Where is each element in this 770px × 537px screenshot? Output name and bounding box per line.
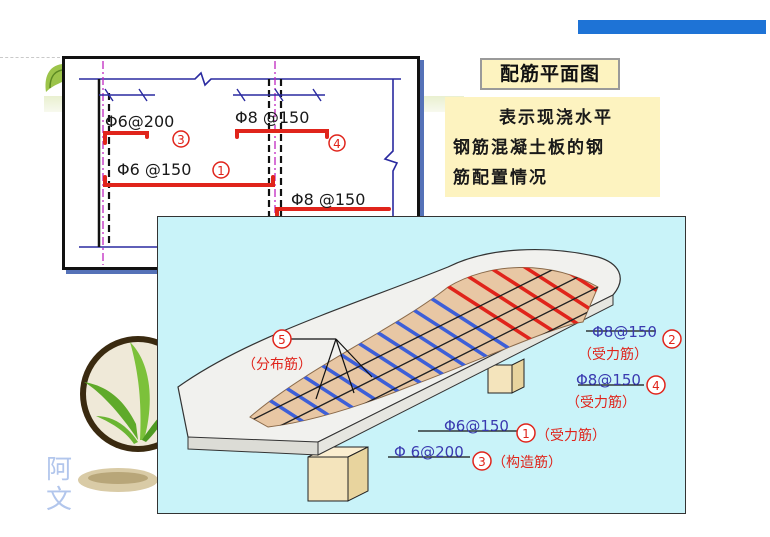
- accent-bar: [578, 20, 766, 34]
- rebar-3-line: [103, 131, 149, 145]
- description-line-3: 筋配置情况: [453, 168, 548, 188]
- callout-2-number: 2: [668, 333, 676, 347]
- logo-char-1: 阿: [46, 455, 73, 485]
- callout-4-number: 4: [652, 379, 660, 393]
- rebar-2-label: Φ8 @150: [291, 190, 365, 209]
- callout-3-text: （构造筋）: [492, 454, 562, 471]
- svg-text:4: 4: [333, 137, 341, 151]
- rebar-3-label: Φ6@200: [105, 112, 174, 131]
- callout-4-text: （受力筋）: [566, 394, 636, 411]
- description-line-1: 表示现浇水平: [499, 108, 613, 128]
- callout-1-number: 1: [522, 427, 530, 441]
- callout-5-text: （分布筋）: [242, 356, 312, 373]
- description-line-2: 钢筋混凝土板的钢: [453, 138, 605, 158]
- support-beam-back: [487, 358, 525, 394]
- svg-text:3: 3: [177, 133, 185, 147]
- beam-lines: [97, 79, 283, 247]
- callout-2-label: Φ8@150: [592, 323, 657, 341]
- rebar-1-marker: 1: [212, 161, 230, 179]
- rebar-1-label: Φ6 @150: [117, 160, 191, 179]
- callout-3: Φ 6@200 3 （构造筋）: [394, 443, 562, 471]
- callout-1: Φ6@150 1 （受力筋）: [444, 417, 606, 444]
- svg-text:1: 1: [217, 164, 225, 178]
- logo-char-2: 文: [46, 485, 73, 515]
- description-note: 表示现浇水平 钢筋混凝土板的钢 筋配置情况: [445, 97, 660, 197]
- isometric-rebar-drawing: 5 （分布筋） Φ8@150 2 （受力筋） Φ8@150 4 （受力筋） Φ6…: [177, 248, 682, 502]
- callout-3-label: Φ 6@200: [394, 443, 464, 461]
- rebar-3-marker: 3: [172, 130, 190, 148]
- concrete-slab: [177, 248, 621, 456]
- rebar-2-line: [275, 207, 391, 217]
- slide-title: 配筋平面图: [480, 58, 620, 90]
- callout-1-text: （受力筋）: [536, 427, 606, 444]
- rebar-lines: [103, 129, 391, 217]
- callout-2-text: （受力筋）: [578, 346, 648, 363]
- rebar-1-line: [103, 175, 275, 187]
- rebar-4-marker: 4: [328, 134, 346, 152]
- header-divider: [0, 57, 60, 58]
- callout-4-label: Φ8@150: [576, 371, 641, 389]
- reinforcement-plan-drawing: Φ6@200 3 Φ8 @150 4 Φ6 @150 1 Φ8 @150 2: [79, 61, 401, 265]
- callout-3-number: 3: [478, 455, 486, 469]
- callout-1-label: Φ6@150: [444, 417, 509, 435]
- watermark-logo: 阿 文: [46, 455, 76, 515]
- callout-2: Φ8@150 2 （受力筋）: [578, 323, 682, 363]
- callout-5: 5 （分布筋）: [242, 329, 312, 373]
- plant-photo-icon: [78, 336, 170, 492]
- spacing-dimension-lines: [99, 88, 325, 102]
- leaf-sticker-icon: [45, 64, 62, 92]
- support-beam-front: [307, 446, 369, 502]
- callout-5-number: 5: [278, 333, 286, 347]
- callout-4: Φ8@150 4 （受力筋）: [566, 371, 666, 411]
- rebar-4-line: [235, 129, 329, 139]
- rebar-4-label: Φ8 @150: [235, 108, 309, 127]
- isometric-rebar-panel: 5 （分布筋） Φ8@150 2 （受力筋） Φ8@150 4 （受力筋） Φ6…: [157, 216, 686, 514]
